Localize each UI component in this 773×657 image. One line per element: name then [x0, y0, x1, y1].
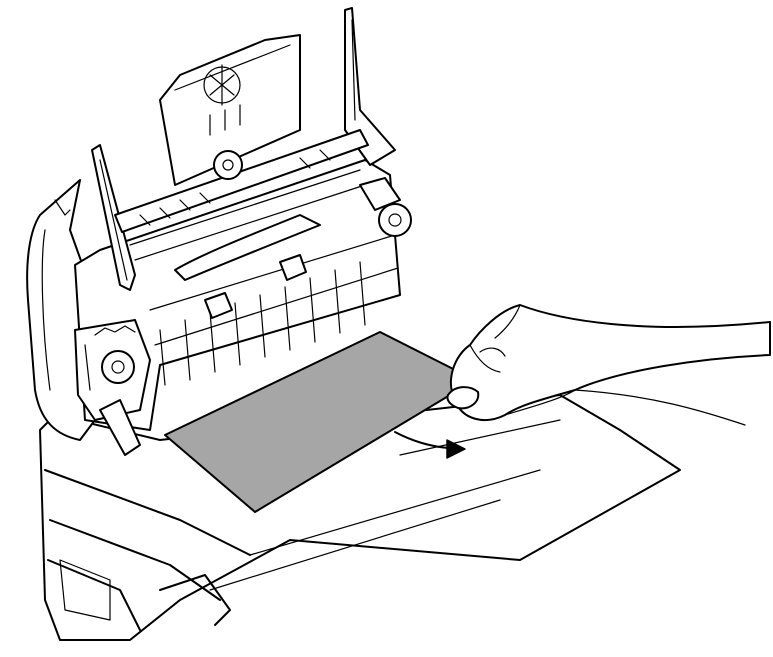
hand — [446, 304, 771, 426]
arrow-icon — [394, 431, 466, 459]
open-top-unit — [74, 7, 412, 431]
left-gear-assembly — [74, 319, 151, 456]
